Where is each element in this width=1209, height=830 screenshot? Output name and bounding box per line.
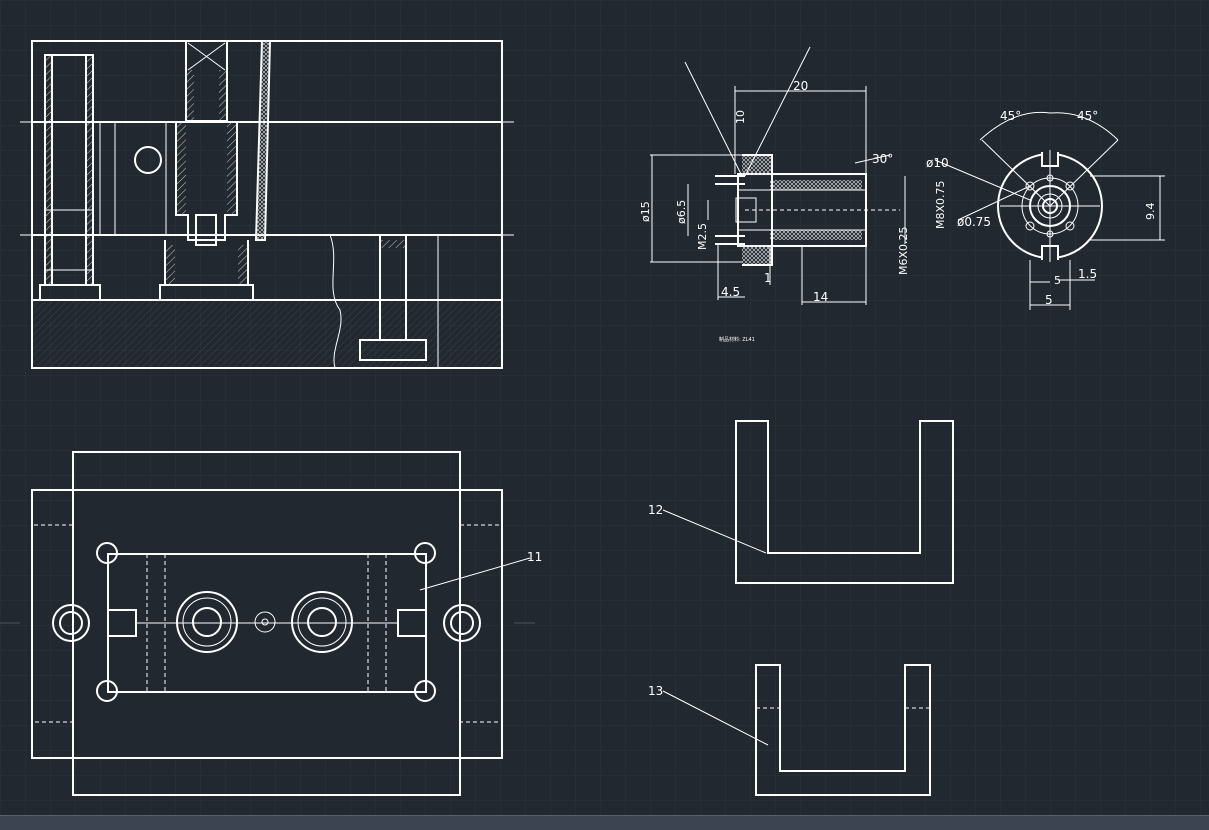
- dim-dia15: ø15: [639, 201, 652, 222]
- part-material-note: 制品材料: ZL41: [719, 336, 755, 343]
- dim-1-5: 1.5: [1078, 267, 1097, 281]
- dim-m8x075: M8X0.75: [934, 180, 947, 229]
- dim-m2-5: M2.5: [696, 223, 709, 250]
- dim-45deg-left: 45°: [1000, 109, 1021, 123]
- status-bar: [0, 815, 1209, 830]
- dim-14: 14: [813, 290, 828, 304]
- dim-5-small: 5: [1054, 274, 1061, 287]
- dim-1: 1: [764, 271, 772, 285]
- dim-10-top: 10: [734, 110, 747, 124]
- mold-plan-view: [0, 451, 535, 796]
- part-section-dimensions: [650, 46, 906, 305]
- part-13-u-shape: [662, 664, 931, 796]
- dim-4-5: 4.5: [721, 285, 740, 299]
- callout-12: 12: [648, 503, 663, 517]
- part-end-view: [934, 111, 1165, 310]
- part-12-u-shape: [662, 420, 954, 584]
- dim-dia10: ø10: [926, 156, 949, 170]
- dim-9-4: 9.4: [1144, 203, 1157, 221]
- callout-13: 13: [648, 684, 663, 698]
- dim-20: 20: [793, 79, 808, 93]
- dim-dia0-75: ø0.75: [957, 215, 991, 229]
- dim-30deg: 30°: [872, 152, 893, 166]
- dim-5: 5: [1045, 293, 1053, 307]
- part-section-view: [715, 154, 900, 266]
- callout-11: 11: [527, 550, 542, 564]
- mold-section-view: [20, 40, 514, 369]
- dim-m6x025: M6X0.25: [897, 226, 910, 275]
- dim-dia6-5: ø6.5: [675, 200, 688, 224]
- dim-45deg-right: 45°: [1077, 109, 1098, 123]
